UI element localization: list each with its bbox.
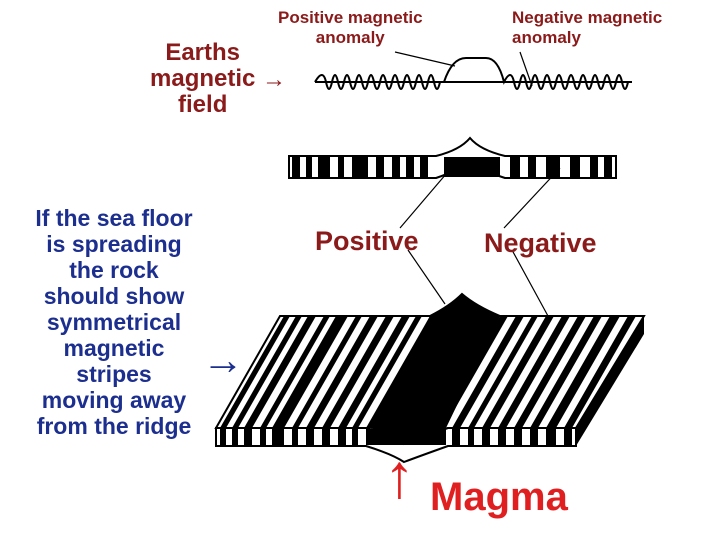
negative-anomaly-line1: Negative magnetic — [512, 8, 662, 28]
earths-magnetic-field-label: Earths magnetic field — [150, 40, 255, 118]
positive-label: Positive — [315, 226, 419, 257]
magnetic-stripe — [528, 157, 536, 177]
magnetic-stripe — [272, 429, 284, 445]
up-arrow-icon: ↑ — [384, 446, 415, 508]
magnetic-stripe — [306, 157, 312, 177]
magnetic-stripe — [514, 429, 522, 445]
magnetic-stripe — [232, 429, 238, 445]
magnetic-stripe — [546, 157, 560, 177]
right-arrow-icon: → — [202, 336, 244, 384]
earths-line2: magnetic — [150, 66, 255, 92]
spreading-line: If the sea floor — [18, 205, 210, 231]
upper-stripe-band — [289, 138, 616, 228]
positive-anomaly-label: Positive magnetic anomaly — [278, 8, 423, 48]
magnetic-stripe — [352, 157, 368, 177]
spreading-line: the rock — [18, 257, 210, 283]
magnetic-stripe — [564, 429, 572, 445]
right-arrow-icon: → — [262, 66, 286, 94]
positive-anomaly-line2: anomaly — [278, 28, 423, 48]
earths-line1: Earths — [150, 40, 255, 66]
magnetic-stripe — [590, 157, 598, 177]
positive-pointer-lower — [408, 250, 445, 304]
positive-anomaly-pointer — [395, 52, 455, 66]
magma-label: Magma — [430, 475, 568, 520]
magnetic-stripe — [510, 157, 520, 177]
magnetic-stripe — [498, 429, 506, 445]
magnetic-stripe — [338, 429, 346, 445]
magnetic-stripe — [468, 429, 474, 445]
magnetic-stripe — [244, 429, 252, 445]
magnetic-stripe — [452, 429, 460, 445]
magnetic-stripe — [260, 429, 266, 445]
magnetic-stripe — [376, 157, 384, 177]
spreading-explanation: If the sea floor is spreading the rock s… — [18, 205, 210, 439]
magnetic-stripe — [220, 429, 226, 445]
magnetic-stripe — [322, 429, 330, 445]
magnetic-stripe — [338, 157, 344, 177]
magnetic-stripe — [604, 157, 612, 177]
negative-pointer-lower — [512, 250, 548, 316]
magnetic-stripe — [570, 157, 580, 177]
spreading-line: symmetrical — [18, 309, 210, 335]
magnetic-stripe — [420, 157, 428, 177]
magnetic-stripe — [546, 429, 556, 445]
magnetic-stripe — [318, 157, 330, 177]
magnetic-stripe — [406, 157, 414, 177]
negative-label: Negative — [484, 228, 597, 259]
negative-anomaly-label: Negative magnetic anomaly — [512, 8, 662, 48]
spreading-line: is spreading — [18, 231, 210, 257]
spreading-line: moving away — [18, 387, 210, 413]
seafloor-block — [216, 250, 644, 462]
magnetic-stripe — [306, 429, 314, 445]
spreading-line: should show — [18, 283, 210, 309]
magnetic-stripe — [292, 157, 300, 177]
anomaly-curve — [315, 58, 628, 89]
earths-line3: field — [150, 92, 255, 118]
spreading-line: from the ridge — [18, 413, 210, 439]
magnetic-stripe — [530, 429, 538, 445]
magnetic-stripe — [292, 429, 298, 445]
spreading-line: stripes — [18, 361, 210, 387]
magnetic-stripe — [482, 429, 490, 445]
magnetic-profile — [315, 52, 632, 89]
positive-anomaly-line1: Positive magnetic — [278, 8, 423, 28]
magnetic-stripe — [352, 429, 358, 445]
magnetic-stripe — [392, 157, 400, 177]
spreading-line: magnetic — [18, 335, 210, 361]
negative-anomaly-line2: anomaly — [512, 28, 662, 48]
